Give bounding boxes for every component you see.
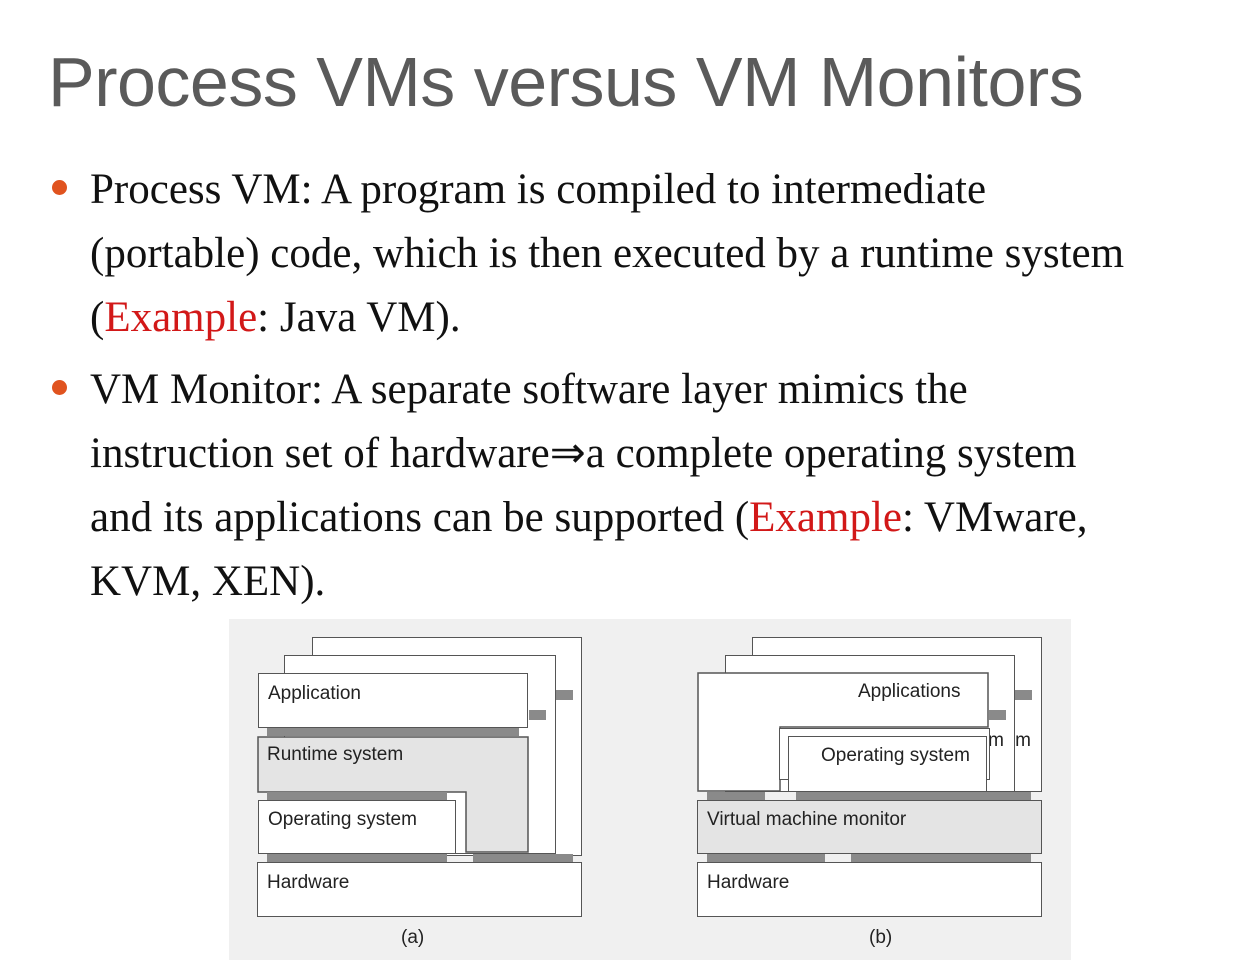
bullet-dot-icon: [52, 180, 67, 195]
operating-system-box: Operating system: [788, 736, 987, 792]
hardware-box: Hardware: [697, 862, 1042, 917]
connector-strip: [1015, 690, 1032, 700]
partial-label: m: [1015, 730, 1031, 751]
text-fragment: (: [90, 294, 105, 341]
connector-strip: [267, 792, 447, 800]
caption-b: (b): [869, 927, 893, 948]
bullet-line: (portable) code, which is then executed …: [90, 230, 1125, 277]
connector-strip: [989, 710, 1006, 720]
connector-strip: [796, 792, 1031, 800]
example-highlight: Example: [104, 294, 258, 341]
caption-a: (a): [401, 927, 425, 948]
applications-box: [697, 672, 989, 792]
connector-strip: [707, 854, 825, 862]
vm-architecture-figure: Application Runtime system Operating sys…: [229, 619, 1071, 960]
bullet-list: Process VM: A program is compiled to int…: [48, 158, 1248, 614]
bullet-line: Process VM: A program is compiled to int…: [90, 166, 987, 213]
slide-title: Process VMs versus VM Monitors: [48, 43, 1084, 121]
bullet-line: (Example: Java VM).: [90, 286, 1248, 350]
application-box: Application: [258, 673, 528, 728]
applications-label: Applications: [858, 681, 961, 702]
bullet-vm-monitor: VM Monitor: A separate software layer mi…: [48, 358, 1248, 614]
bullet-process-vm: Process VM: A program is compiled to int…: [48, 158, 1248, 350]
connector-strip: [267, 854, 447, 862]
connector-strip: [473, 854, 573, 862]
connector-strip: [851, 854, 1031, 862]
connector-strip: [556, 690, 573, 700]
bullet-line: and its applications can be supported (E…: [90, 486, 1248, 550]
hardware-label: Hardware: [707, 872, 790, 893]
vmm-label: Virtual machine monitor: [707, 809, 907, 830]
bullet-line: VM Monitor: A separate software layer mi…: [90, 366, 968, 413]
text-fragment: : Java VM).: [257, 294, 461, 341]
operating-system-box: Operating system: [258, 800, 456, 854]
operating-system-label: Operating system: [268, 809, 417, 830]
runtime-system-label: Runtime system: [267, 744, 404, 765]
vmm-box: Virtual machine monitor: [697, 800, 1042, 854]
runtime-system-box: [257, 736, 529, 853]
bullet-dot-icon: [52, 380, 67, 395]
text-fragment: : VMware,: [902, 494, 1088, 541]
connector-strip: [529, 710, 546, 720]
hardware-label: Hardware: [267, 872, 350, 893]
connector-strip: [707, 792, 765, 800]
application-label: Application: [268, 683, 361, 704]
hardware-box: Hardware: [257, 862, 582, 917]
example-highlight: Example: [749, 494, 902, 541]
bullet-line: KVM, XEN).: [90, 558, 326, 605]
connector-strip: [267, 728, 519, 736]
text-fragment: and its applications can be supported (: [90, 494, 750, 541]
partial-label: m: [988, 730, 1004, 751]
operating-system-label: Operating system: [821, 745, 970, 766]
bullet-line: instruction set of hardware⇒a complete o…: [90, 430, 1077, 477]
